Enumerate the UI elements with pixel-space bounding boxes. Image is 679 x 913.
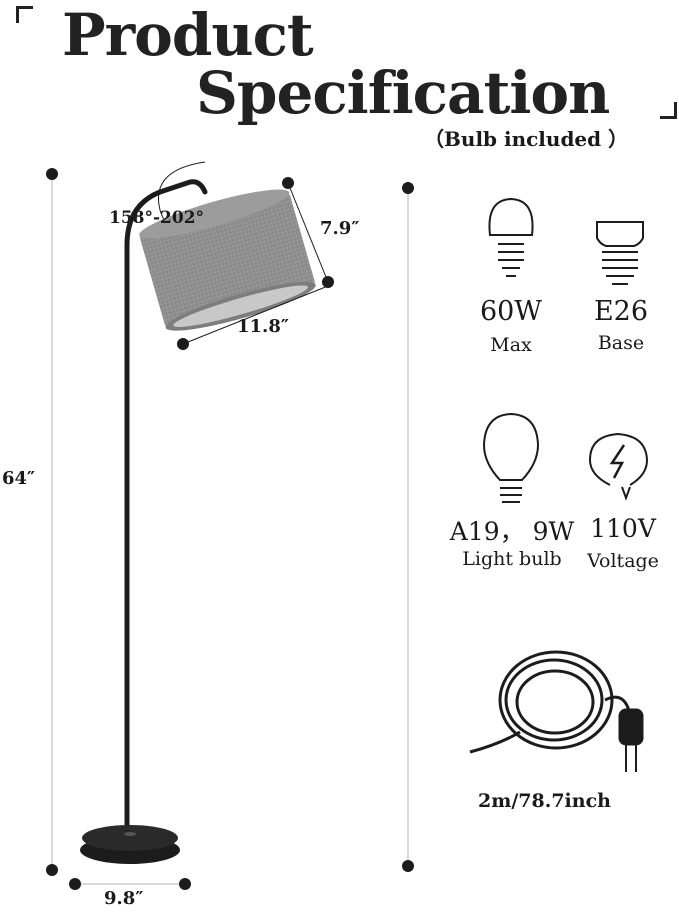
power-cord-icon (469, 650, 644, 772)
shade-width-label: 11.8″ (237, 316, 289, 337)
lamp-base-top (82, 825, 178, 851)
right-bottom-dot (402, 860, 414, 872)
height-label: 64″ (2, 468, 36, 489)
corner-bracket-bottom-right (660, 102, 677, 119)
angle-label: 158°-202° (109, 208, 205, 228)
base-width-left-dot (69, 878, 81, 890)
spec-bulb-label: Light bulb (462, 548, 562, 570)
right-top-dot (402, 182, 414, 194)
spec-wattage-value: 60W (479, 296, 543, 327)
lamp-pole (124, 179, 208, 841)
a19-bulb-icon (482, 412, 540, 503)
title-line-2: Specification (196, 59, 610, 127)
spec-base-value: E26 (593, 296, 649, 327)
bulb-base-icon (596, 221, 644, 285)
base-width-label: 9.8″ (104, 888, 144, 909)
spec-voltage-label: Voltage (587, 550, 659, 572)
shade-height-bottom-dot (322, 276, 334, 288)
height-top-dot (46, 168, 58, 180)
spec-base-label: Base (597, 332, 645, 354)
voltage-icon (588, 432, 649, 501)
spec-wattage-label: Max (490, 334, 532, 356)
title-line-1: Product (62, 1, 314, 69)
lamp-base-joint (124, 832, 136, 836)
cord-length-label: 2m/78.7inch (478, 790, 611, 812)
subtitle: （Bulb included ） (424, 127, 629, 151)
lamp-shade (139, 189, 316, 331)
bulb-icon (488, 197, 534, 277)
base-width-right-dot (179, 878, 191, 890)
spec-voltage-value: 110V (590, 514, 656, 543)
spec-bulb-value: A19， 9W (449, 517, 575, 546)
shade-width-line (182, 285, 329, 345)
height-bottom-dot (46, 864, 58, 876)
shade-width-left-dot (177, 338, 189, 350)
corner-bracket-top-left (16, 6, 33, 23)
shade-height-line (287, 182, 329, 283)
shade-height-label: 7.9″ (320, 218, 360, 239)
shade-height-top-dot (282, 177, 294, 189)
